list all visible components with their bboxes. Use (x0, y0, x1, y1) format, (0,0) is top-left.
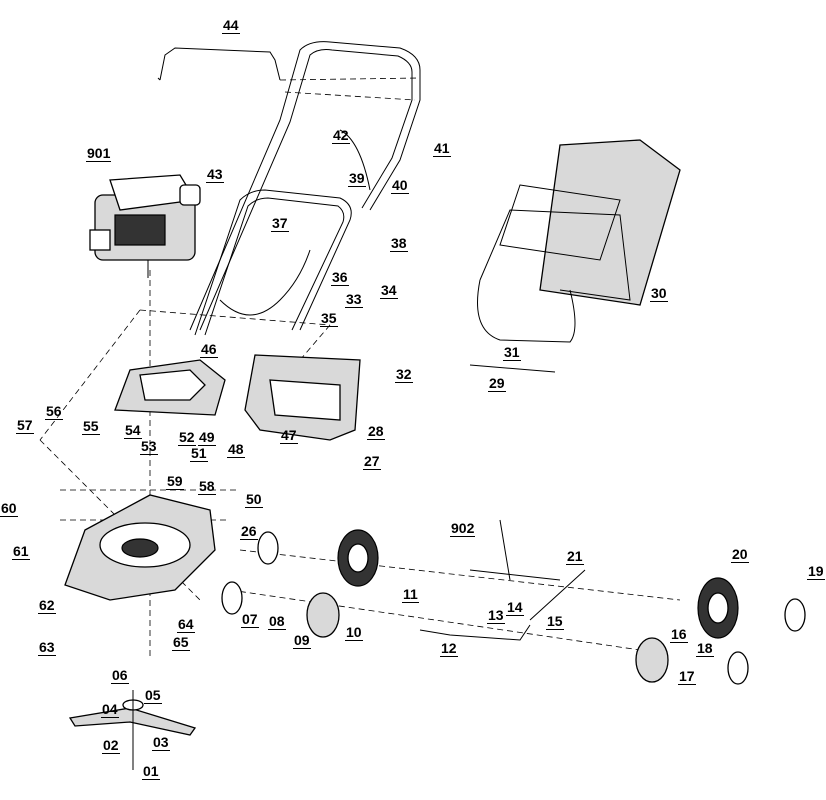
main-handle-part (189, 41, 421, 331)
blade-part (68, 690, 197, 770)
part-label-14: 14 (506, 599, 524, 616)
part-label-41: 41 (433, 140, 451, 157)
part-label-35: 35 (320, 310, 338, 327)
part-label-08: 08 (268, 613, 286, 630)
part-label-32: 32 (395, 366, 413, 383)
part-label-38: 38 (390, 235, 408, 252)
part-label-17: 17 (678, 668, 696, 685)
part-label-60: 60 (0, 500, 18, 517)
part-label-43: 43 (206, 166, 224, 183)
rear-cover-part (244, 354, 361, 441)
part-label-39: 39 (348, 170, 366, 187)
height-adjust-axle-part (419, 519, 586, 641)
part-label-47: 47 (280, 427, 298, 444)
part-label-37: 37 (271, 215, 289, 232)
grass-box-frame-part (477, 279, 576, 343)
part-label-07: 07 (241, 611, 259, 628)
part-label-21: 21 (566, 548, 584, 565)
part-label-902: 902 (450, 520, 476, 537)
part-label-31: 31 (503, 344, 521, 361)
part-label-52: 52 (178, 429, 196, 446)
part-label-09: 09 (293, 632, 311, 649)
part-label-33: 33 (345, 291, 363, 308)
part-label-02: 02 (102, 737, 120, 754)
upper-handle-bar-part (157, 47, 281, 81)
part-label-27: 27 (363, 453, 381, 470)
part-label-57: 57 (16, 417, 34, 434)
wheels-part (221, 529, 806, 685)
part-label-901: 901 (86, 145, 112, 162)
part-label-46: 46 (200, 341, 218, 358)
part-label-53: 53 (140, 438, 158, 455)
part-label-26: 26 (240, 523, 258, 540)
part-label-58: 58 (198, 478, 216, 495)
engine-part (89, 174, 201, 278)
part-label-20: 20 (731, 546, 749, 563)
part-label-55: 55 (82, 418, 100, 435)
part-label-64: 64 (177, 616, 195, 633)
part-label-63: 63 (38, 639, 56, 656)
part-label-03: 03 (152, 734, 170, 751)
part-label-65: 65 (172, 634, 190, 651)
part-label-42: 42 (332, 127, 350, 144)
part-label-18: 18 (696, 640, 714, 657)
part-label-36: 36 (331, 269, 349, 286)
part-label-04: 04 (101, 701, 119, 718)
part-label-19: 19 (807, 563, 825, 580)
lower-handle-part (194, 189, 352, 336)
part-label-61: 61 (12, 543, 30, 560)
part-label-15: 15 (546, 613, 564, 630)
engine-cover-part (114, 359, 226, 416)
part-label-12: 12 (440, 640, 458, 657)
part-label-54: 54 (124, 422, 142, 439)
part-label-16: 16 (670, 626, 688, 643)
part-label-11: 11 (402, 586, 419, 603)
part-label-10: 10 (345, 624, 363, 641)
part-label-13: 13 (487, 607, 505, 624)
part-label-50: 50 (245, 491, 263, 508)
handle-bar-part (469, 364, 556, 373)
part-label-01: 01 (142, 763, 160, 780)
part-label-28: 28 (367, 423, 385, 440)
part-label-51: 51 (190, 445, 208, 462)
part-label-62: 62 (38, 597, 56, 614)
part-label-49: 49 (198, 429, 216, 446)
cable-part (219, 249, 311, 316)
part-label-59: 59 (166, 473, 184, 490)
grass-box-part (479, 139, 681, 306)
part-label-29: 29 (488, 375, 506, 392)
part-label-06: 06 (111, 667, 129, 684)
part-label-48: 48 (227, 441, 245, 458)
part-label-34: 34 (380, 282, 398, 299)
part-label-05: 05 (144, 687, 162, 704)
part-label-30: 30 (650, 285, 668, 302)
mower-deck-part (64, 494, 216, 601)
part-label-44: 44 (222, 17, 240, 34)
part-label-56: 56 (45, 403, 63, 420)
part-label-40: 40 (391, 177, 409, 194)
